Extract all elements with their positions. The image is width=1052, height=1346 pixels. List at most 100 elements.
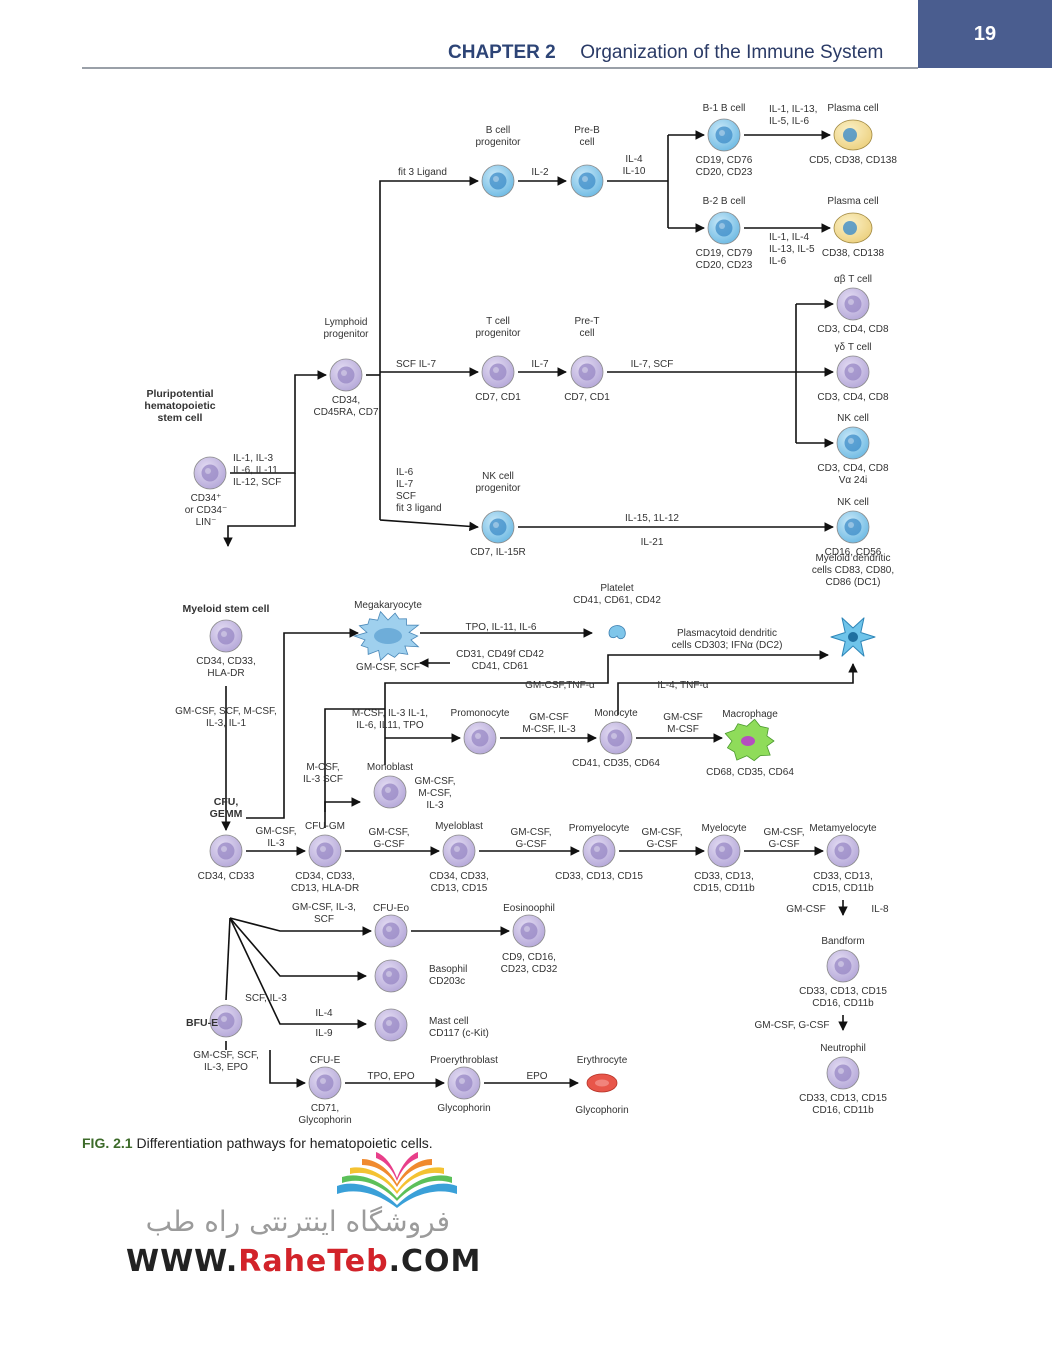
cell-markers-myeloblast: CD34, CD33,CD13, CD15 [429,871,488,894]
cell-promyelo [582,834,616,868]
cell-myeloid [209,619,243,653]
cell-label-bfue: BFU-E [186,1017,218,1029]
cell-cfugemm [209,834,243,868]
cell-macro [724,718,775,762]
cell-neutro [826,1056,860,1090]
edge-stem-down [223,473,296,547]
cell-markers-myelocyte: CD33, CD13,CD15, CD11b [693,871,755,894]
watermark-persian-text: فروشگاه اینترنتی راه طب [145,1205,450,1238]
cell-markers-macro: CD68, CD35, CD64 [706,767,794,778]
cell-label-nkt: NK cell [837,413,869,424]
edge-label-myeloid_gm: GM-CSF, SCF, M-CSF,IL-3, IL-1 [175,706,277,729]
cell-myeloblast [442,834,476,868]
edge-label-il2: IL-2 [531,167,549,178]
edge-label-epo: EPO [526,1071,547,1082]
edge-label-meta_gm: GM-CSF [786,904,825,915]
watermark-url-brand: RaheTeb [238,1244,389,1279]
edge-label-gmtnf: GM-CSF,TNF-α [525,680,595,691]
edge-label-gemm_gm: GM-CSF,IL-3 [255,826,296,849]
edge-label-mcsf_il3: M-CSF, IL-3 IL-1,IL-6, IL11, TPO [352,708,428,731]
edge-to-monoblast [324,797,361,812]
edge-bfue-cfue [269,1050,306,1088]
edge-label-gm_g1: GM-CSF,G-CSF [368,827,409,850]
cell-myelocyte [707,834,741,868]
cell-markers-lymphoid: CD34,CD45RA, CD7 [313,395,378,418]
cell-markers-myeloid: CD34, CD33,HLA-DR [196,656,255,679]
cell-label-eosino: Eosinoophil [503,903,555,914]
cell-abt [836,287,870,321]
edge-label-il9: IL-9 [315,1028,333,1039]
watermark-url[interactable]: WWW.RaheTeb.COM [126,1244,481,1279]
edge-label-scf_il3: SCF, IL-3 [245,993,287,1004]
cell-baso [374,959,408,993]
cell-markers-nk: CD16, CD56 [825,547,882,558]
watermark-url-prefix: WWW. [126,1244,239,1279]
cell-markers-eosino: CD9, CD16,CD23, CD32 [501,952,558,975]
cell-bfue [209,1004,243,1038]
edge-label-mcsf_scf: M-CSF,IL-3 SCF [303,762,343,785]
cell-label-mega: Megakaryocyte [354,600,422,611]
cell-markers-mega: GM-CSF, SCF [356,662,420,673]
cell-markers-metamyelo: CD33, CD13,CD15, CD11b [812,871,874,894]
cell-label-plasma1: Plasma cell [827,103,878,114]
edge-label-il21: IL-21 [641,537,664,548]
edge-label-gm_g4: GM-CSF,G-CSF [763,827,804,850]
cell-plasma1 [833,119,873,151]
cell-label-mono: Monocyte [594,708,638,719]
edge-label-fit3: fit 3 Ligand [398,167,447,178]
cell-monoblast [373,775,407,809]
chapter-label: CHAPTER 2 [448,42,556,63]
cell-label-gdt: γδ T cell [834,342,871,353]
cell-cfue [308,1066,342,1100]
cell-b1 [707,118,741,152]
cell-band [826,949,860,983]
cell-markers-pret: CD7, CD1 [564,392,610,403]
cell-pret [570,355,604,389]
cell-label-promono: Promonocyte [451,708,510,719]
cell-plasma2 [833,212,873,244]
edge-stem-lymphoid [230,370,327,474]
cell-mono [599,721,633,755]
cell-markers-tprog: CD7, CD1 [475,392,521,403]
cell-label-plasma2: Plasma cell [827,196,878,207]
cell-label-b2: B-2 B cell [703,196,746,207]
cell-lymphoid [329,358,363,392]
cell-markers-mono: CD41, CD35, CD64 [572,758,660,769]
cell-cfugm [308,834,342,868]
edge-label-il7_scf: IL-7, SCF [631,359,674,370]
edge-label-monoblast_gm: GM-CSF,M-CSF,IL-3 [414,776,455,811]
cell-eosino [512,914,546,948]
edge-label-meta_il8: IL-8 [871,904,889,915]
cell-label-macro: Macrophage [722,709,778,720]
cell-proery [447,1066,481,1100]
cell-markers-cfugemm: CD34, CD33 [198,871,255,882]
cell-label-cfugm: CFU-GM [305,821,345,832]
cell-label-myelocyte: Myelocyte [701,823,746,834]
cell-gdt [836,355,870,389]
edge-to-nkprog [379,519,479,532]
edge-to-bfue [225,917,231,1001]
cell-nk [836,510,870,544]
cell-markers-gdt: CD3, CD4, CD8 [817,392,889,403]
edge-label-il4: IL-4 [315,1008,333,1019]
cell-mega [353,610,420,662]
edge-label-tpo: TPO, IL-11, IL-6 [466,622,537,633]
cell-markers-stem: CD34⁺or CD34⁻LIN⁻ [185,493,228,528]
cell-label-band: Bandform [821,936,864,947]
watermark-url-suffix: .COM [388,1244,482,1279]
edge-label-il7: IL-7 [531,359,549,370]
cell-tprog [481,355,515,389]
